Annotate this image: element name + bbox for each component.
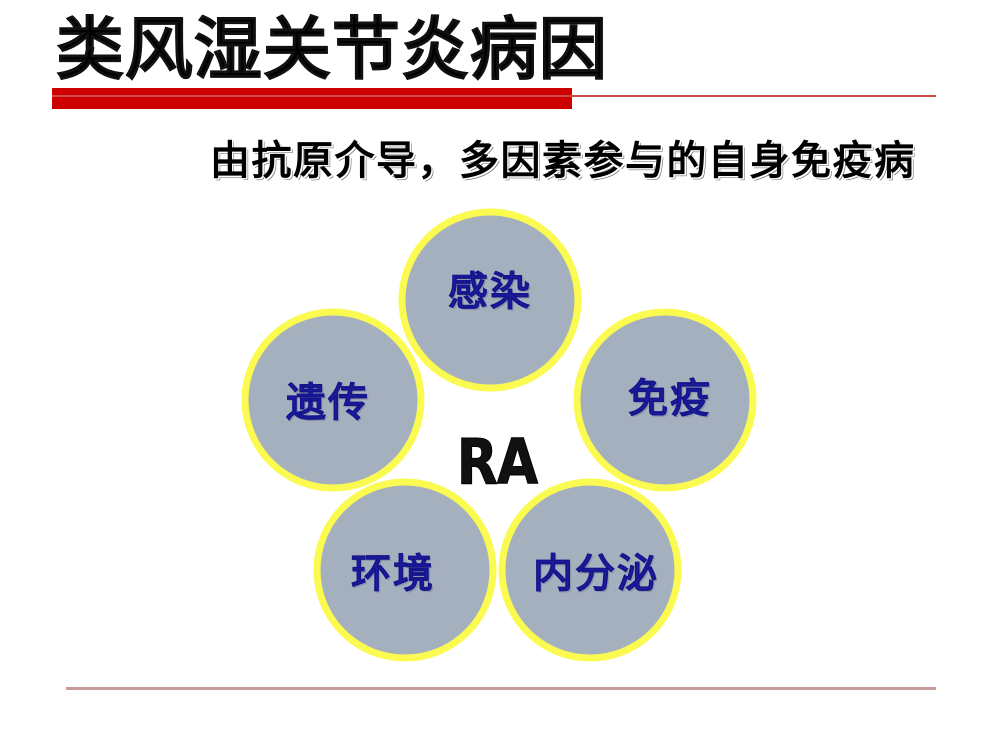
slide-subtitle: 由抗原介导，多因素参与的自身免疫病 (210, 137, 916, 184)
petal-outline-heredity (241, 308, 425, 492)
diagram-center-label: RA (456, 425, 538, 499)
title-red-bar (52, 88, 572, 109)
petal-label-heredity: 遗传 (286, 379, 370, 426)
petal-fill-environment (317, 482, 493, 658)
petal-label-immunity: 免疫 (628, 375, 712, 422)
petal-outline-environment (313, 478, 497, 662)
petal-fill-heredity (245, 312, 421, 488)
petal-fill-infection (402, 212, 578, 388)
petal-fill-immunity (577, 312, 753, 488)
petal-outline-infection (398, 208, 582, 392)
page-title: 类风湿关节炎病因 (56, 10, 609, 90)
footer-rule (66, 687, 936, 690)
petal-outline-immunity (573, 308, 757, 492)
title-thin-rule (52, 95, 936, 97)
petal-outline-endocrine (498, 478, 682, 662)
petal-label-environment: 环境 (351, 550, 435, 597)
petal-label-endocrine: 内分泌 (533, 550, 659, 597)
petal-fill-endocrine (502, 482, 678, 658)
petal-label-infection: 感染 (448, 268, 532, 315)
